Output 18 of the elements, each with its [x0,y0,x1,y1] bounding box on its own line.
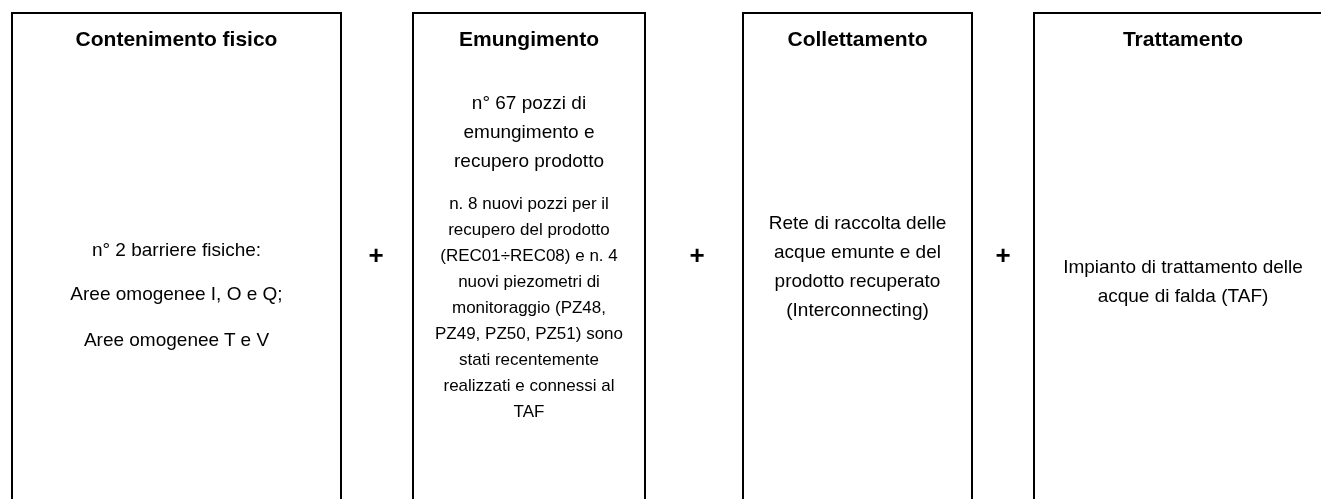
plus-sign: + [995,242,1011,268]
box-description: Rete di raccolta delle acque emunte e del prodotto recuperato (Interconnecting) [767,211,948,322]
plus-sign: + [368,242,384,268]
box-description: n° 2 barriere fisiche: [90,238,263,262]
box-description: Aree omogenee I, O e Q; [69,282,284,306]
box-description: Impianto di trattamento delle acque di falda (TAF) [1062,255,1304,308]
plus-sign: + [689,242,705,268]
box-heading: Trattamento [1122,26,1244,52]
box-description: n° 67 pozzi di emungimento e recupero prodotto [453,91,605,173]
box-heading: Contenimento fisico [75,26,278,52]
process-box [11,12,342,499]
box-heading: Emungimento [459,26,599,52]
process-box [412,12,646,499]
box-description: Aree omogenee T e V [82,328,271,352]
process-box [1033,12,1321,499]
process-box [742,12,973,499]
box-description: n. 8 nuovi pozzi per il recupero del prodotto (REC01÷REC08) e n. 4 nuovi piezometri di monitoraggio (PZ48, PZ49, PZ50, PZ51) sono stati recentemente realizzati e connessi al TAF [433,193,624,423]
box-heading: Collettamento [787,26,928,52]
